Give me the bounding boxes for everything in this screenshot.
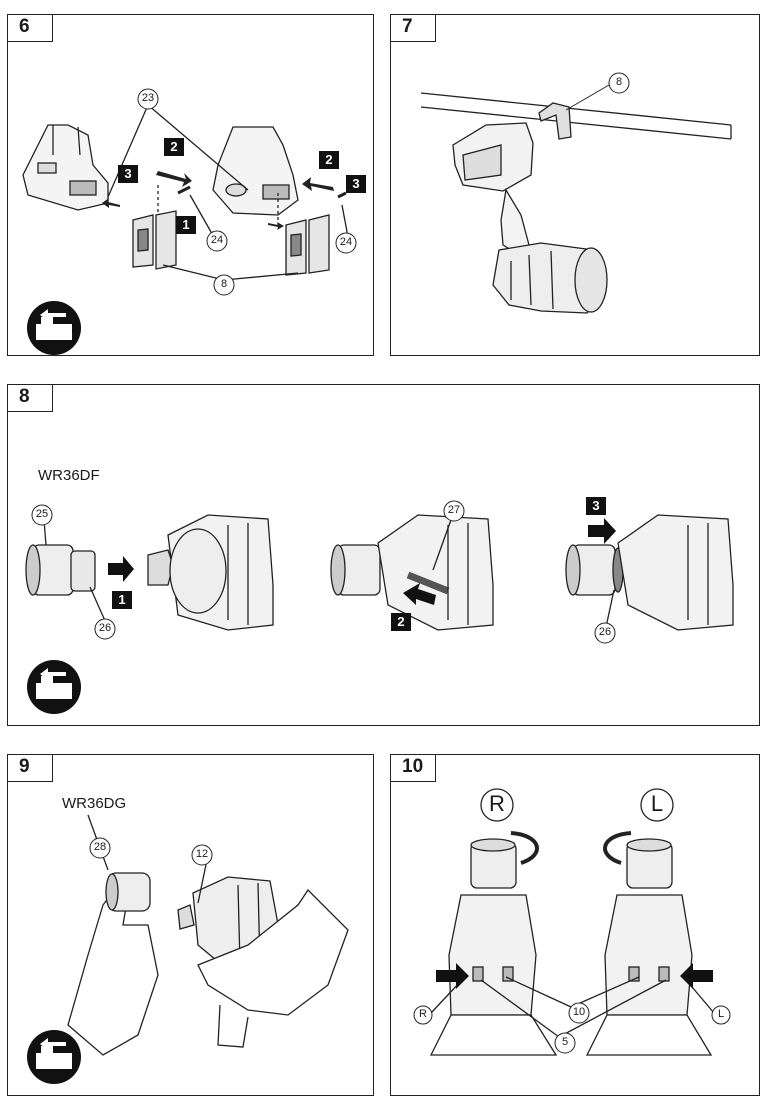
step-1: 1	[176, 216, 196, 234]
callout-8: 8	[220, 278, 228, 290]
socket-install-illustration	[25, 500, 734, 714]
callout-24-right: 24	[339, 236, 353, 248]
model-name: WR36DF	[38, 467, 100, 484]
panel-number: 10	[391, 755, 436, 782]
rotation-direction-illustration	[413, 788, 731, 1056]
step-3-right: 3	[346, 175, 366, 193]
step-3: 3	[586, 497, 606, 515]
callout-8: 8	[615, 76, 623, 88]
panel-10: 10	[390, 754, 760, 1096]
step-2-right: 2	[319, 151, 339, 169]
remove-battery-icon	[27, 1030, 81, 1084]
remove-battery-icon	[27, 660, 81, 714]
step-2-left: 2	[164, 138, 184, 156]
step-2: 2	[391, 613, 411, 631]
panel-7: 7 8	[390, 14, 760, 356]
remove-battery-icon	[27, 301, 81, 355]
panel-6: 6	[7, 14, 374, 356]
callout-26-left: 26	[98, 622, 112, 634]
panel-8: 8 WR36DF	[7, 384, 760, 726]
callout-27: 27	[447, 504, 461, 516]
socket-hand-install-illustration	[27, 814, 349, 1084]
callout-10: 10	[572, 1006, 586, 1018]
panel-number: 6	[8, 15, 53, 42]
label-l-large: L	[650, 791, 664, 816]
callout-5: 5	[561, 1036, 569, 1048]
callout-26-right: 26	[598, 626, 612, 638]
panel-9: 9 WR36DG 28 12	[7, 754, 374, 1096]
model-name: WR36DG	[62, 795, 127, 812]
panel-number: 8	[8, 385, 53, 412]
hook-attach-illustration	[22, 104, 349, 355]
callout-25: 25	[35, 508, 49, 520]
hanging-tool-illustration	[420, 92, 732, 314]
callout-23: 23	[141, 92, 155, 104]
label-r-small: R	[419, 1008, 427, 1020]
label-l-small: L	[717, 1008, 725, 1020]
step-3-left: 3	[118, 165, 138, 183]
panel-number: 9	[8, 755, 53, 782]
callout-12: 12	[195, 848, 209, 860]
panel-number: 7	[391, 15, 436, 42]
label-r-large: R	[489, 791, 505, 816]
step-1: 1	[112, 591, 132, 609]
callout-28: 28	[93, 841, 107, 853]
callout-24-left: 24	[210, 234, 224, 246]
